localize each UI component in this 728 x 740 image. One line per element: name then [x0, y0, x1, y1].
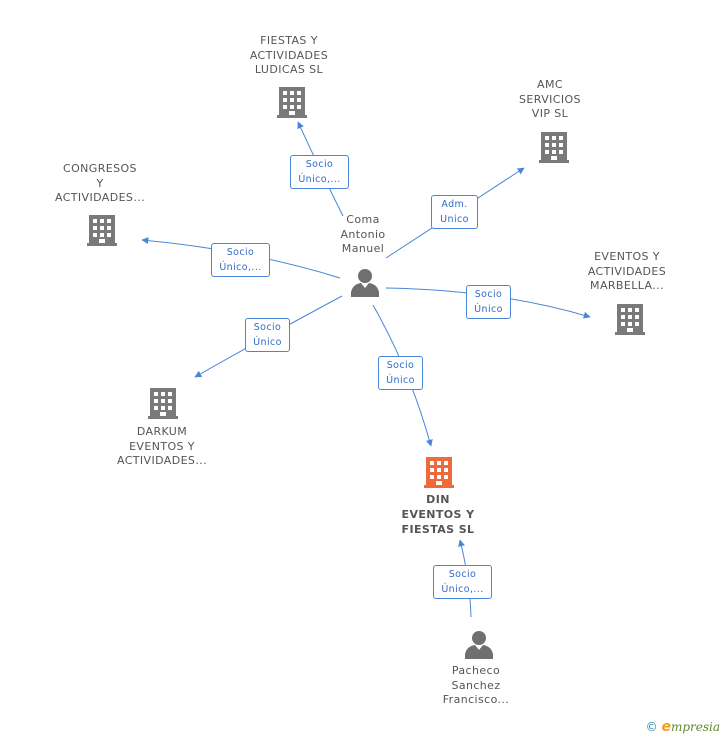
node-label-fiestas-ludicas[interactable]: FIESTAS Y ACTIVIDADES LUDICAS SL: [244, 34, 334, 78]
node-label-line: FIESTAS SL: [401, 523, 475, 536]
node-label-line: EVENTOS Y: [594, 250, 660, 263]
building-icon-din: [424, 457, 454, 488]
node-label-congresos[interactable]: CONGRESOS Y ACTIVIDADES...: [50, 162, 150, 206]
building-icon-amc: [539, 132, 569, 163]
building-icon-darkum: [148, 388, 178, 419]
node-label-line: SERVICIOS: [519, 92, 581, 106]
edge-label-to-darkum[interactable]: Socio Único: [245, 318, 290, 352]
node-label-line: ACTIVIDADES...: [116, 454, 208, 467]
node-label-amc[interactable]: AMC SERVICIOS VIP SL: [510, 78, 590, 122]
node-label-darkum[interactable]: DARKUM EVENTOS Y ACTIVIDADES...: [112, 425, 212, 469]
node-label-line: EVENTOS Y: [401, 508, 475, 521]
node-label-line: ACTIVIDADES...: [54, 191, 146, 204]
building-icon-congresos: [87, 215, 117, 246]
edge-label-pacheco-to-din[interactable]: Socio Único,...: [433, 565, 492, 599]
node-label-pacheco[interactable]: Pacheco Sanchez Francisco...: [428, 664, 524, 708]
building-icon-fiestas: [277, 87, 307, 118]
node-label-line: ACTIVIDADES: [587, 264, 667, 278]
person-icon-pacheco: [465, 631, 493, 659]
node-label-line: VIP SL: [531, 107, 569, 120]
edge-label-line: Socio: [226, 247, 255, 258]
node-label-line: CONGRESOS: [63, 162, 137, 175]
edge-label-line: Socio: [474, 289, 503, 300]
node-label-line: Sanchez: [451, 678, 501, 692]
brand-logo-text: mpresia: [670, 720, 720, 734]
edge-label-line: Único,...: [298, 174, 341, 185]
node-label-line: Y: [96, 176, 104, 190]
node-label-line: DIN: [426, 493, 450, 506]
edge-label-line: Adm.: [441, 199, 468, 210]
person-icon-coma: [351, 269, 379, 297]
edge-label-line: Unico: [440, 214, 469, 225]
edge-label-to-marbella[interactable]: Socio Único: [466, 285, 511, 319]
edge-label-line: Único,...: [219, 262, 262, 273]
node-label-coma[interactable]: Coma Antonio Manuel: [326, 213, 400, 257]
edge-label-line: Socio: [305, 159, 334, 170]
edge-label-to-din[interactable]: Socio Único: [378, 356, 423, 390]
node-label-line: ACTIVIDADES: [249, 48, 329, 62]
edge-label-line: Único,...: [441, 584, 484, 595]
edge-label-to-congresos[interactable]: Socio Único,...: [211, 243, 270, 277]
copyright-icon: ©: [645, 720, 658, 734]
node-label-line: Manuel: [341, 242, 385, 255]
node-label-eventos-marbella[interactable]: EVENTOS Y ACTIVIDADES MARBELLA...: [580, 250, 674, 294]
empresia-watermark[interactable]: © empresia: [646, 719, 720, 735]
edge-label-line: Único: [386, 375, 415, 386]
node-label-line: DARKUM: [136, 425, 188, 438]
edge-label-to-amc[interactable]: Adm. Unico: [431, 195, 478, 229]
edge-label-line: Socio: [448, 569, 477, 580]
node-label-line: LUDICAS SL: [254, 63, 324, 76]
edge-label-line: Socio: [253, 322, 282, 333]
node-label-line: Pacheco: [451, 664, 501, 677]
node-label-line: FIESTAS Y: [260, 34, 318, 47]
node-label-line: EVENTOS Y: [129, 439, 195, 453]
node-label-line: Antonio: [340, 227, 386, 241]
node-label-line: MARBELLA...: [590, 279, 664, 292]
brand-logo-initial: e: [661, 719, 671, 735]
building-icon-marbella: [615, 304, 645, 335]
node-label-line: Francisco...: [442, 693, 510, 706]
node-label-din[interactable]: DIN EVENTOS Y FIESTAS SL: [388, 492, 488, 537]
edge-label-to-fiestas[interactable]: Socio Único,...: [290, 155, 349, 189]
edge-label-line: Socio: [386, 360, 415, 371]
node-label-line: Coma: [346, 213, 380, 226]
node-label-line: AMC: [537, 78, 563, 91]
edge-label-line: Único: [474, 304, 503, 315]
edge-label-line: Único: [253, 337, 282, 348]
